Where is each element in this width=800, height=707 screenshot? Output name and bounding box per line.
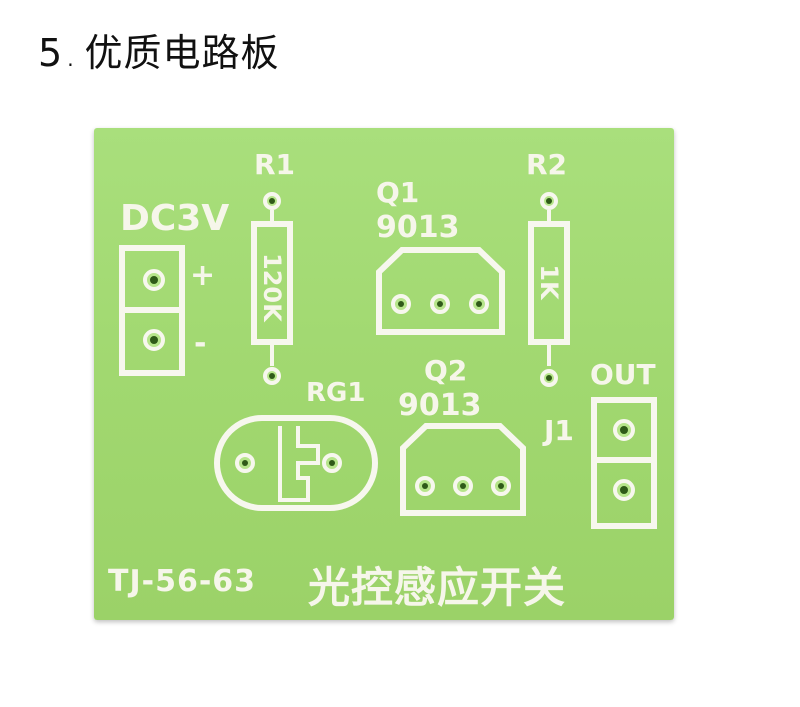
r1-name: R1	[254, 148, 296, 181]
rg1-label: RG1	[306, 378, 366, 408]
q2-outline	[400, 423, 526, 516]
r2-name: R2	[526, 148, 568, 181]
q1-part: 9013	[376, 210, 460, 245]
j1-label: J1	[544, 414, 574, 447]
heading-number: 5	[38, 31, 64, 75]
power-label: DC3V	[120, 198, 230, 239]
q2-name: Q2	[424, 354, 468, 387]
q1-name: Q1	[376, 176, 420, 209]
q2-part: 9013	[398, 388, 482, 423]
pcb-silkscreen	[119, 192, 657, 529]
rg1-serpentine	[278, 426, 320, 502]
rg1-outline	[214, 415, 378, 511]
out-label: OUT	[590, 358, 656, 391]
pcb-board: DC3V + - R1 120K Q1 9013 R2 1K RG1 Q2 90…	[94, 128, 674, 620]
plus-label: +	[190, 258, 216, 293]
board-title-cn: 光控感应开关	[308, 563, 567, 612]
heading-dot: .	[67, 47, 75, 71]
q1-outline	[376, 247, 505, 335]
r1-value: 120K	[258, 253, 286, 322]
model-label: TJ-56-63	[108, 564, 257, 599]
minus-label: -	[194, 326, 207, 361]
page-heading: 5. 优质电路板	[38, 22, 280, 77]
r2-value: 1K	[535, 264, 563, 300]
heading-text: 优质电路板	[84, 31, 280, 75]
